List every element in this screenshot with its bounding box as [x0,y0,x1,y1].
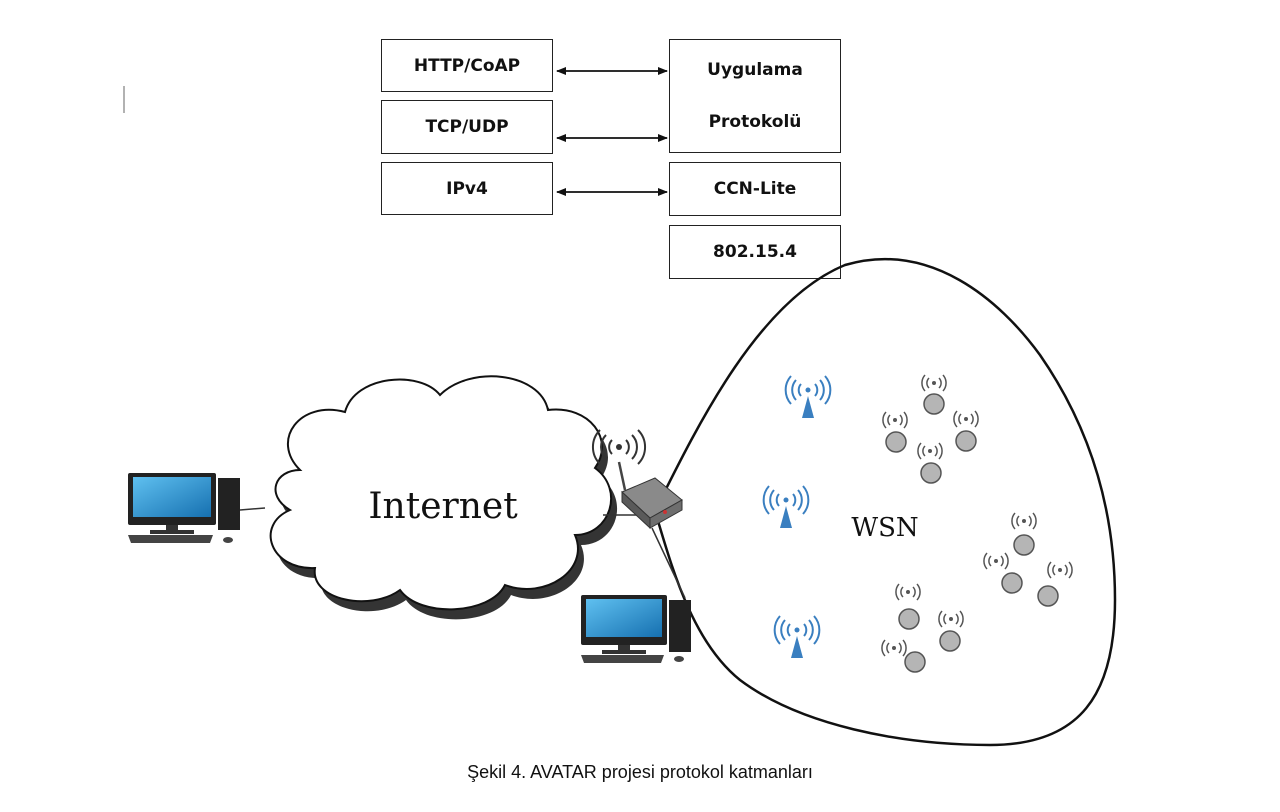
stack-box-802-15-4: 802.15.4 [669,225,841,279]
stack-label-802-15-4: 802.15.4 [713,242,797,262]
figure-caption: Şekil 4. AVATAR projesi protokol katmanl… [467,762,813,782]
sensor-node-icon [938,610,964,652]
sensor-cluster [881,583,964,673]
desktop-computer-2-icon [581,595,691,663]
stack-box-ccn-lite: CCN-Lite [669,162,841,216]
sink-tower-icon [762,485,810,529]
stack-label-tcp-udp: TCP/UDP [425,117,509,137]
sensor-cluster [983,512,1073,607]
sensor-cluster [882,374,979,484]
stack-box-http-coap: HTTP/CoAP [381,39,553,92]
stack-label-application-line1: Uygulama [707,60,803,80]
sensor-node-icon [921,374,947,415]
stack-label-ipv4: IPv4 [446,178,488,199]
stack-box-application-protocol: Uygulama Protokolü [669,39,841,153]
sensor-node-icon [882,411,908,453]
internet-label: Internet [368,486,518,527]
stack-box-tcp-udp: TCP/UDP [381,100,553,154]
wsn-label: WSN [851,513,918,543]
wsn-boundary [653,258,1117,747]
gateway-router [617,461,683,530]
sensor-node-icon [983,552,1023,594]
sensor-node-icon [881,639,926,673]
stack-label-application-line2: Protokolü [708,112,802,132]
sensor-node-icon [917,442,943,484]
link-pc-to-cloud [239,507,266,511]
sensor-node-icon [953,410,979,452]
link-gateway-to-pc2 [651,527,686,599]
stack-box-ipv4: IPv4 [381,162,553,215]
sensor-node-icon [1011,512,1037,556]
stack-label-http-coap: HTTP/CoAP [413,55,521,76]
stack-label-ccn-lite: CCN-Lite [713,179,797,199]
sensor-node-icon [1037,561,1073,607]
internet-cloud [269,375,618,620]
sensor-node-icon [895,583,921,630]
sink-tower-icon [784,375,832,419]
desktop-computer-icon [128,473,240,543]
sink-tower-icon [773,615,821,659]
gateway-antenna-icon [591,429,647,465]
